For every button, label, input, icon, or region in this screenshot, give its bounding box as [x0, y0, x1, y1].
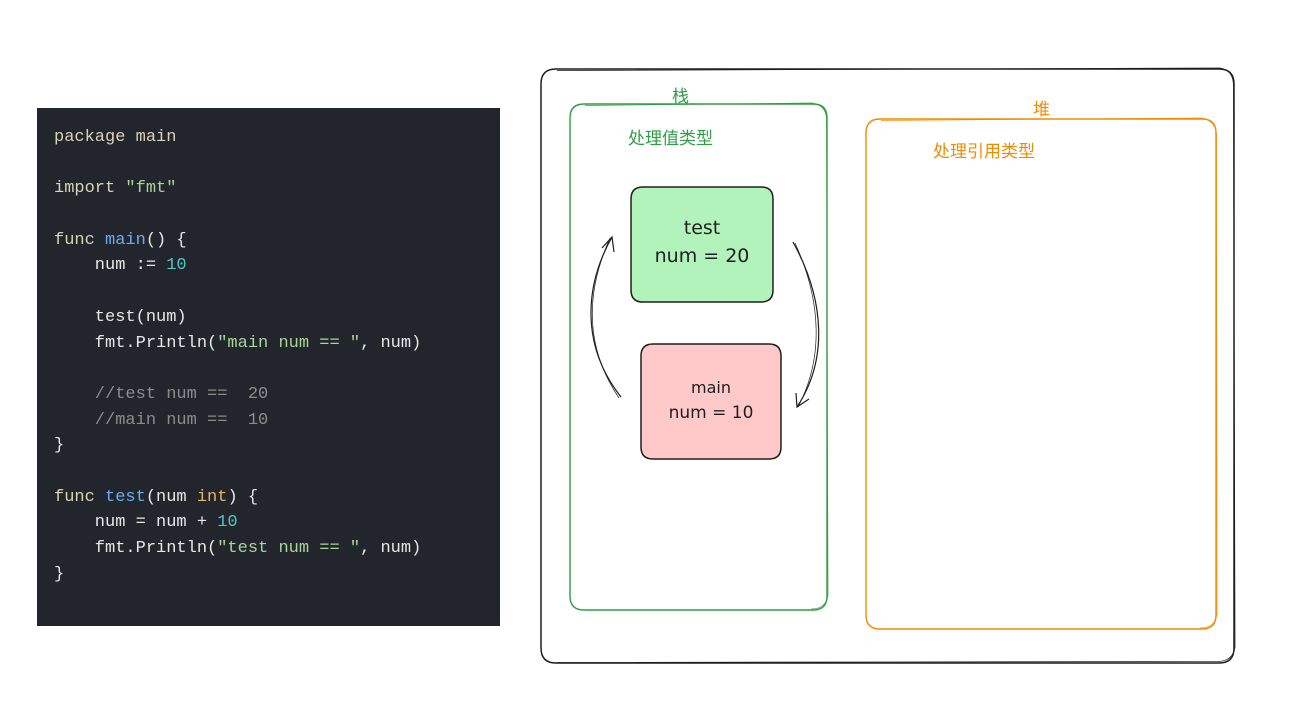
- code-token: int: [196, 487, 228, 507]
- return-arrow-head: [795, 392, 810, 409]
- code-token: "main num == ": [217, 333, 361, 353]
- outer-frame: [540, 68, 1235, 664]
- code-token: package: [54, 128, 126, 147]
- code-line: func main() {: [54, 228, 500, 254]
- code-token: main: [125, 128, 177, 147]
- code-line: num := 10: [54, 253, 500, 279]
- code-token: //test num == 20: [54, 384, 269, 404]
- stack-subtitle: 处理值类型: [628, 129, 713, 149]
- code-line: import "fmt": [54, 176, 500, 202]
- code-line: }: [54, 562, 500, 588]
- stack-title: 栈: [672, 87, 689, 107]
- code-line: package main: [54, 125, 500, 151]
- code-editor: package main import "fmt" func main() { …: [37, 108, 500, 626]
- call-arrow-head: [601, 235, 615, 253]
- code-token: 10: [166, 256, 187, 276]
- code-token: , num): [360, 333, 422, 353]
- code-line: num = num + 10: [54, 510, 500, 536]
- stack-box: [569, 103, 828, 611]
- code-token: ) {: [227, 487, 259, 507]
- heap-box: [865, 118, 1217, 630]
- code-line: test(num): [54, 305, 500, 331]
- code-token: test(num): [54, 307, 187, 327]
- code-token: func: [54, 487, 106, 507]
- code-token: fmt.Println(: [54, 333, 218, 353]
- code-token: num :=: [54, 256, 167, 276]
- code-token: //main num == 10: [54, 410, 269, 430]
- code-token: num = num +: [54, 513, 218, 533]
- heap-subtitle: 处理引用类型: [933, 142, 1035, 162]
- code-line: fmt.Println("main num == ", num): [54, 331, 500, 357]
- code-token: main: [105, 230, 146, 250]
- heap-title: 堆: [1033, 100, 1050, 120]
- call-arrow: [590, 236, 622, 398]
- code-line: func test(num int) {: [54, 485, 500, 511]
- code-token: }: [54, 436, 65, 456]
- code-token: () {: [145, 230, 187, 250]
- main-frame-box: [640, 343, 782, 460]
- main-frame-name: main: [691, 378, 731, 397]
- code-token: func: [54, 230, 106, 250]
- main-frame-value: num = 10: [668, 403, 754, 423]
- code-token: , num): [360, 539, 422, 558]
- code-line: //main num == 10: [54, 408, 500, 434]
- code-token: test: [105, 487, 146, 507]
- code-token: (num: [145, 487, 197, 507]
- test-frame-box: [630, 186, 774, 303]
- test-frame-value: num = 20: [654, 245, 750, 267]
- code-token: fmt.Println(: [54, 539, 218, 558]
- return-arrow: [792, 241, 820, 408]
- code-token: 10: [217, 513, 238, 533]
- code-token: }: [54, 564, 65, 584]
- code-token: "fmt": [125, 179, 177, 199]
- code-line: }: [54, 433, 500, 459]
- code-line: fmt.Println("test num == ", num): [54, 536, 500, 562]
- code-token: import: [54, 179, 126, 199]
- code-line: //test num == 20: [54, 382, 500, 408]
- code-token: "test num == ": [217, 539, 361, 558]
- test-frame-name: test: [683, 217, 721, 239]
